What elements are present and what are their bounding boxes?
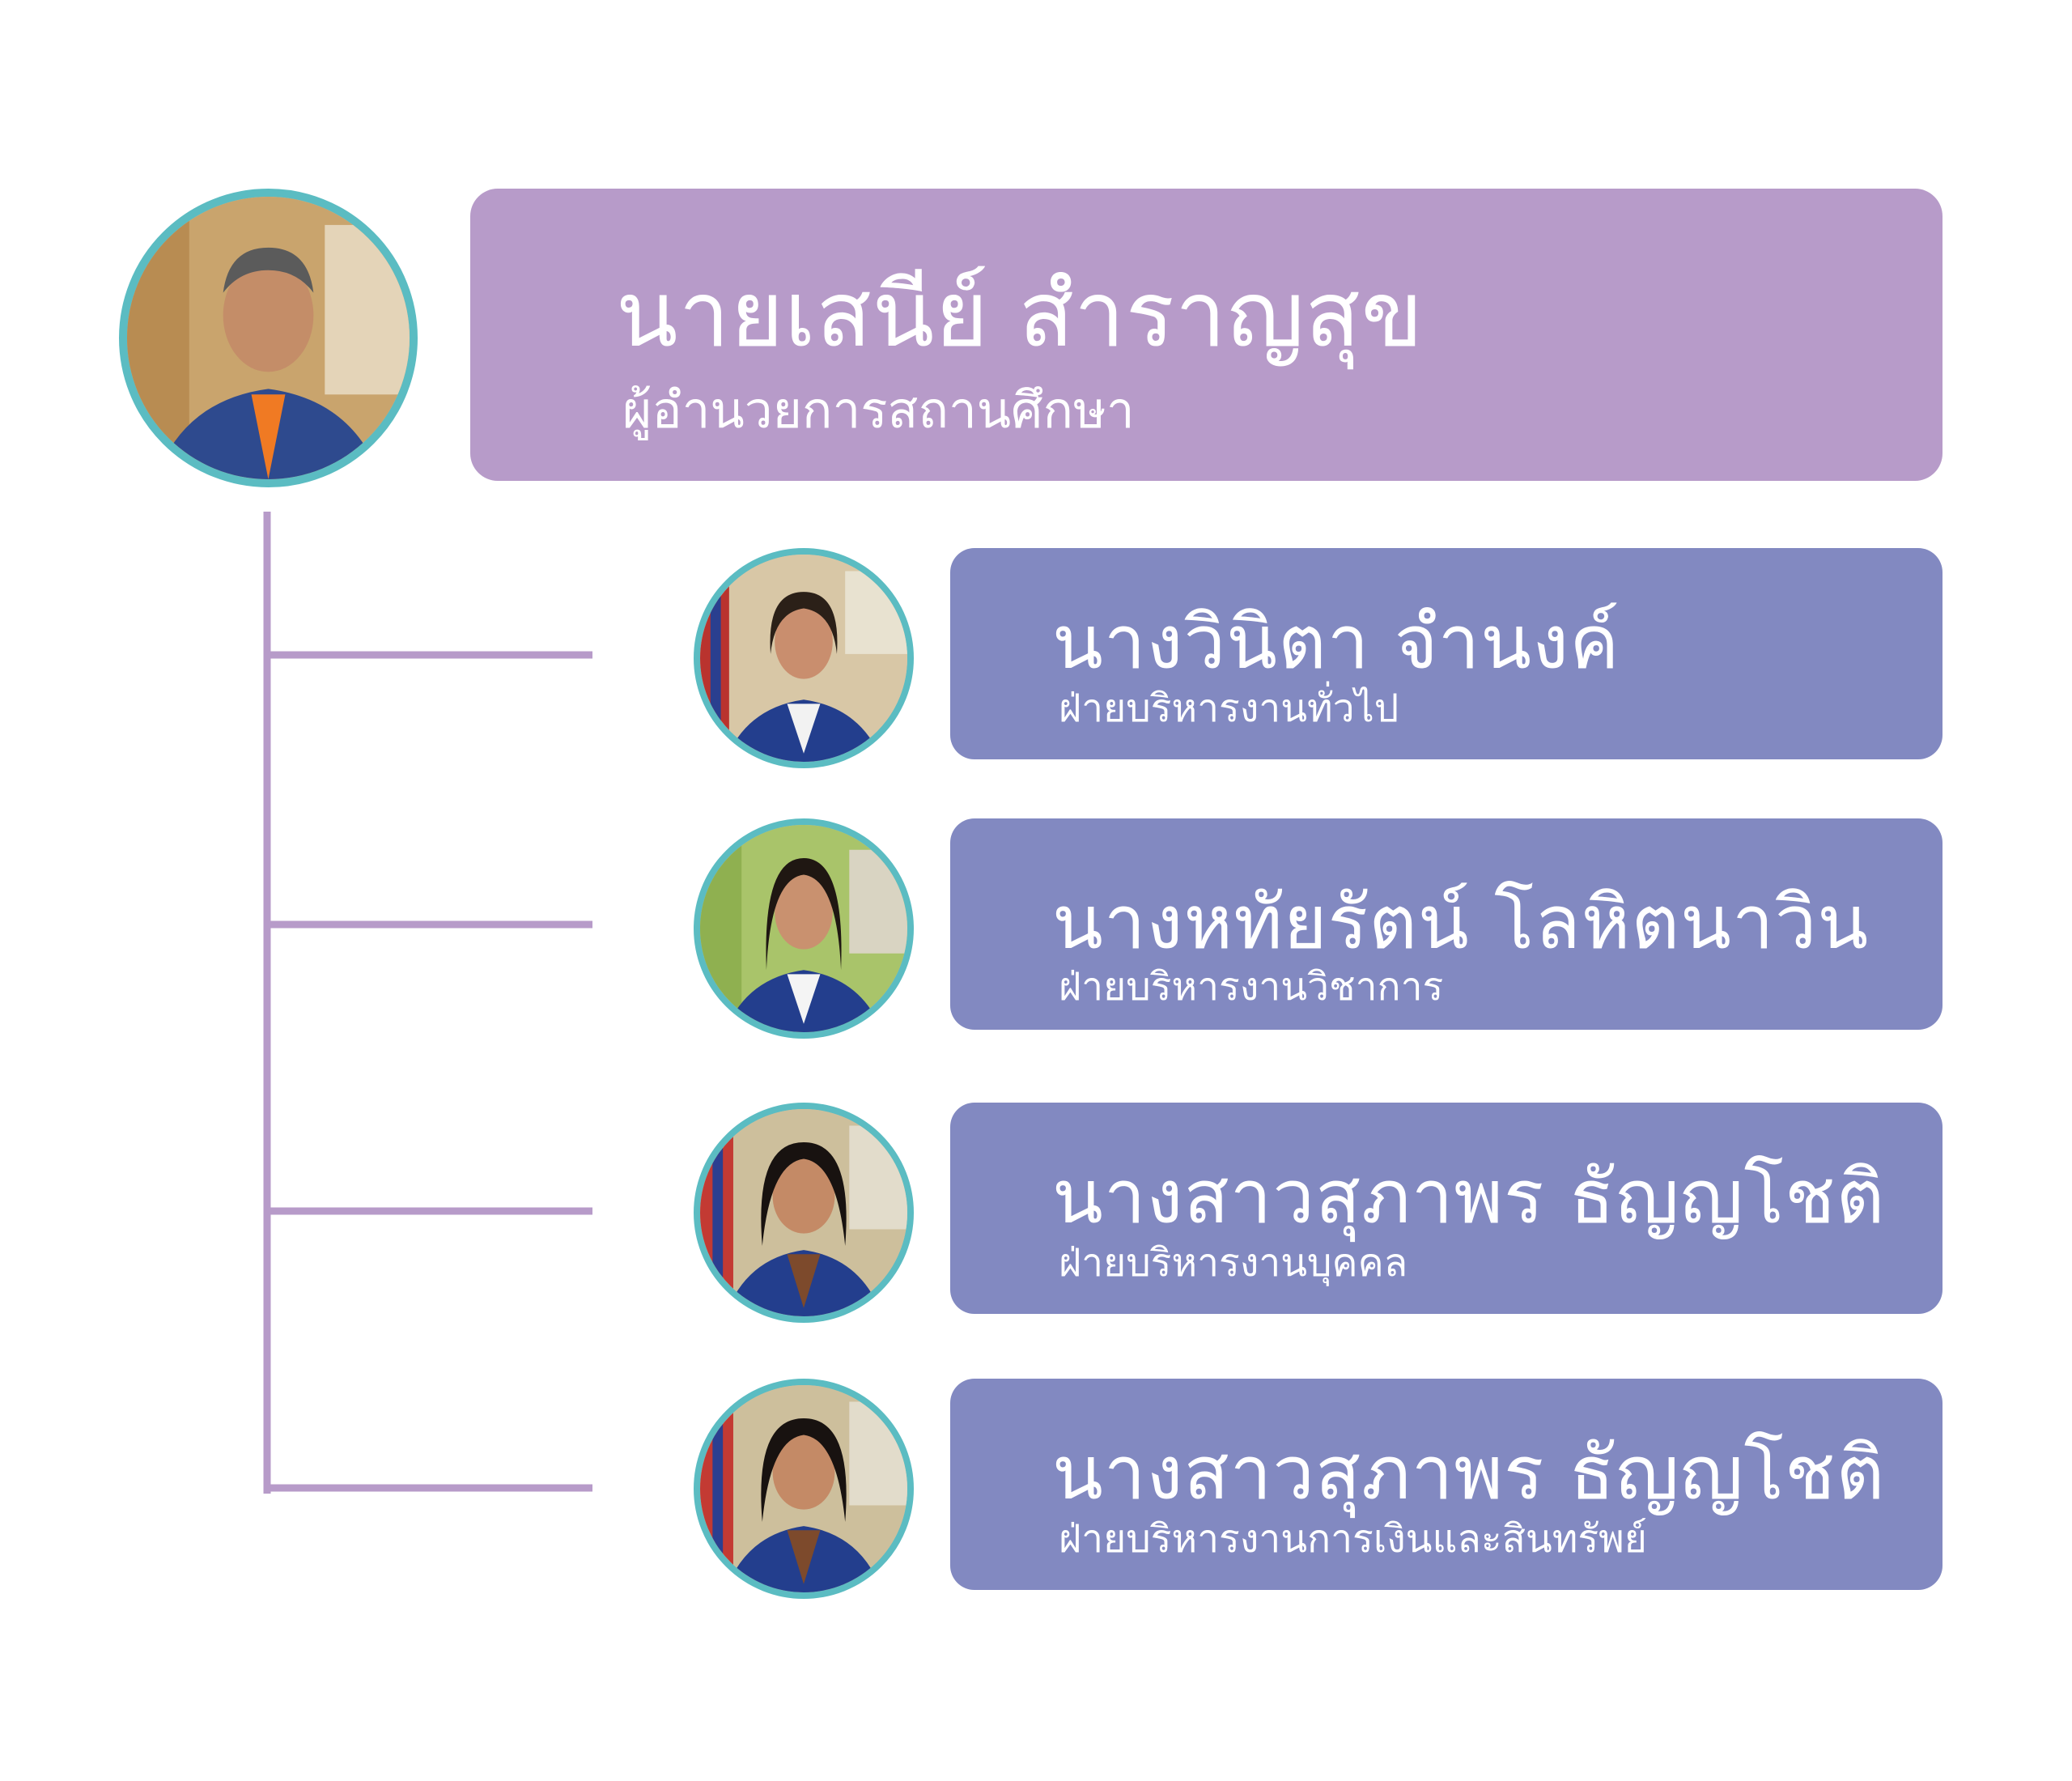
department-name: นางสาวสุภาพร ธัญญโชติ: [1052, 1430, 1886, 1516]
department-avatar-2: [694, 818, 914, 1039]
director-name: นายเสนีย์ สำราญสุข: [616, 262, 1424, 368]
department-role: ฝ่ายบริหารงานทั่วไป: [1059, 686, 1399, 731]
department-name: นางวินิตา จำนงค์: [1052, 599, 1620, 686]
department-card-4: นางสาวสุภาพร ธัญญโชติ ฝ่ายบริหารงานการเง…: [950, 1379, 1942, 1590]
department-avatar-4: [694, 1379, 914, 1599]
department-role: ฝ่ายบริหารงานการเงินและสินทรัพย์: [1059, 1516, 1647, 1562]
department-name: นางสาวสุภาพร ธัญญโชติ: [1052, 1154, 1886, 1240]
department-card-3: นางสาวสุภาพร ธัญญโชติ ฝ่ายบริหารงานบุคคล: [950, 1103, 1942, 1314]
department-card-2: นางหทัยรัตน์ โลหิตนาวิน ฝ่ายบริหารงานวิช…: [950, 818, 1942, 1030]
department-role: ฝ่ายบริหารงานวิชาการ: [1059, 964, 1444, 1010]
department-card-1: นางวินิตา จำนงค์ ฝ่ายบริหารงานทั่วไป: [950, 548, 1942, 759]
director-card: นายเสนีย์ สำราญสุข ผู้อำนวยการสถานศึกษา: [470, 189, 1942, 481]
department-name: นางหทัยรัตน์ โลหิตนาวิน: [1052, 879, 1870, 966]
department-role: ฝ่ายบริหารงานบุคคล: [1059, 1240, 1408, 1286]
director-role: ผู้อำนวยการสถานศึกษา: [622, 380, 1135, 440]
department-avatar-1: [694, 548, 914, 768]
director-avatar: [119, 189, 418, 487]
department-avatar-3: [694, 1103, 914, 1323]
